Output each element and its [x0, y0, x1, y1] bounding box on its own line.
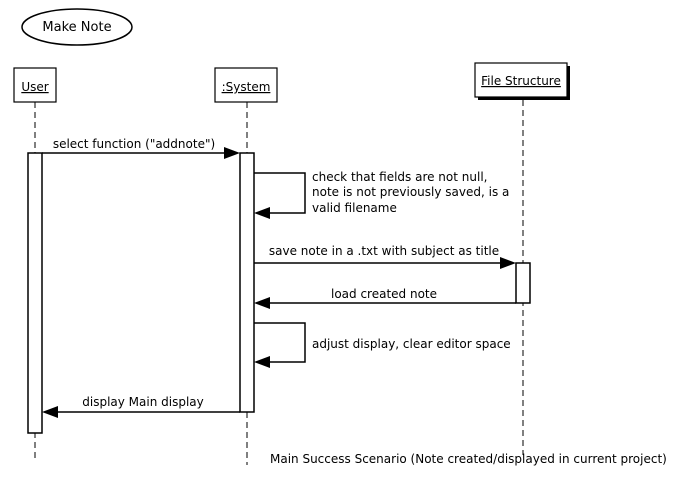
diagram-caption: Main Success Scenario (Note created/disp…	[270, 452, 667, 466]
participant-file-structure-box	[474, 62, 568, 98]
message-label: load created note	[331, 287, 437, 301]
use-case-ellipse	[21, 8, 133, 46]
self-call-line	[254, 172, 306, 214]
participant-file-structure: File Structure	[474, 62, 570, 100]
lifelines	[34, 100, 524, 465]
message-select-function: select function ("addnote")	[42, 137, 240, 159]
message-self-check: check that fields are not null, note is …	[254, 170, 509, 219]
message-label: display Main display	[82, 395, 204, 409]
activation-file-structure	[515, 262, 531, 304]
message-label: adjust display, clear editor space	[312, 337, 511, 351]
message-label-line3: valid filename	[312, 201, 397, 215]
message-display-main: display Main display	[42, 395, 240, 418]
arrowhead-icon	[500, 257, 516, 269]
message-label-line1: check that fields are not null,	[312, 170, 487, 184]
participant-user-box	[13, 67, 57, 103]
participant-user: User	[13, 67, 57, 103]
participant-system: :System	[214, 67, 278, 103]
activation-user	[27, 152, 43, 434]
use-case: Make Note	[21, 8, 133, 46]
message-save-note: save note in a .txt with subject as titl…	[254, 244, 516, 269]
activations	[27, 152, 531, 434]
arrowhead-icon	[254, 356, 270, 368]
message-label-line2: note is not previously saved, is a	[312, 185, 509, 199]
arrowhead-icon	[42, 406, 58, 418]
message-load-note: load created note	[254, 287, 516, 309]
use-case-title: Make Note	[42, 20, 111, 35]
self-call-line	[254, 322, 306, 363]
activation-system	[239, 152, 255, 413]
arrowhead-icon	[224, 147, 240, 159]
arrowhead-icon	[254, 207, 270, 219]
message-label: select function ("addnote")	[53, 137, 215, 151]
participant-user-label: User	[21, 80, 48, 94]
participant-file-structure-label: File Structure	[481, 74, 561, 88]
arrowhead-icon	[254, 297, 270, 309]
message-label: save note in a .txt with subject as titl…	[269, 244, 499, 258]
participant-system-box	[214, 67, 278, 103]
message-self-adjust: adjust display, clear editor space	[254, 322, 511, 368]
participant-system-label: :System	[222, 80, 271, 94]
